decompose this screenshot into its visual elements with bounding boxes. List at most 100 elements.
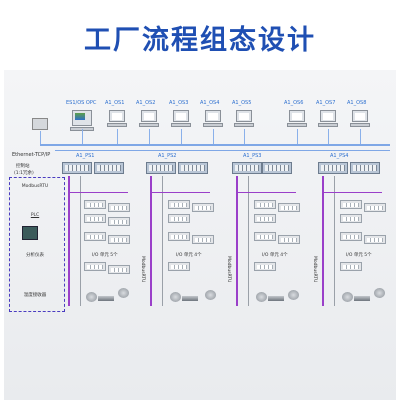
fieldbus-label: ModbusRTU [140,256,145,283]
io-rack [84,262,106,271]
drop-line [213,129,214,144]
drop-line [117,129,118,144]
io-rack [340,232,362,241]
operator-station-icon [171,110,191,128]
process-station-rack [232,162,262,174]
field-instrument-icon [170,292,181,302]
network-label: Ethernet-TCP/IP [12,152,51,158]
fieldbus-line [322,176,324,306]
fieldbus-line [236,176,238,306]
workstation-label: A1_OS8 [347,100,367,106]
legend-modbus: ModbusRTU [21,184,49,189]
io-rack [168,214,190,223]
control-station-label: 控制站 [16,164,30,169]
io-rack [254,214,276,223]
io-rack [108,265,130,274]
io-rack [84,214,106,223]
printer-icon [32,118,48,130]
operator-station-icon [350,110,370,128]
process-station-rack [62,162,92,174]
fieldbus-branch [322,192,382,193]
process-station-label: A1_PS2 [158,153,177,159]
ethernet-bus-redundant [55,150,390,151]
workstation-label: A1_OS2 [136,100,156,106]
field-instrument-icon [342,292,353,302]
io-rack [278,235,300,244]
io-rack [254,200,276,209]
legend-box [9,177,65,312]
workstation-label: A1_OS1 [105,100,125,106]
fieldbus-branch [236,192,296,193]
io-rack [168,200,190,209]
process-station-label: A1_PS4 [330,153,349,159]
operator-station-icon [107,110,127,128]
io-rack [364,235,386,244]
io-count-label: I/O 单元 4个 [262,253,288,258]
io-rack [254,262,276,271]
drop-line [244,129,245,144]
drop-line [328,129,329,144]
drop-line [149,129,150,144]
drop-line [40,131,41,144]
process-station-label: A1_PS1 [76,153,95,159]
operator-station-icon [287,110,307,128]
workstation-label: ES1/OS OPC [66,100,97,106]
io-rack [108,235,130,244]
field-instrument-icon [86,292,97,302]
drop-line [181,129,182,144]
io-rack [340,200,362,209]
operator-station-icon [203,110,223,128]
workstation-label: A1_OS7 [316,100,336,106]
io-rack [364,203,386,212]
io-bus-line [334,176,335,306]
io-bus-line [80,176,81,306]
flowmeter-icon [98,296,114,301]
plc-icon [22,226,38,240]
field-instrument-icon [256,292,267,302]
io-rack [108,203,130,212]
operator-station-icon [318,110,338,128]
process-station-rack [262,162,292,174]
io-rack [340,262,362,271]
io-rack [254,232,276,241]
io-rack [84,232,106,241]
io-rack [278,203,300,212]
legend-plc: PLC [30,213,40,218]
io-count-label: I/O 单元 4个 [176,253,202,258]
valve-icon [205,290,216,300]
process-station-rack [318,162,348,174]
valve-icon [288,290,299,300]
ethernet-bus [40,144,390,146]
fieldbus-branch [150,192,210,193]
io-rack [340,214,362,223]
fieldbus-label: ModbusRTU [226,256,231,283]
legend-analyzer: 分析仪表 [26,253,44,258]
workstation-label: A1_OS6 [284,100,304,106]
process-station-rack [178,162,208,174]
control-station-sublabel: (1:1冗余) [14,171,34,176]
io-rack [108,217,130,226]
legend-temperature-receiver: 温度接收器 [23,293,47,298]
process-station-rack [94,162,124,174]
flowmeter-icon [354,296,370,301]
fieldbus-line [68,176,70,306]
process-station-rack [146,162,176,174]
flowmeter-icon [182,296,198,301]
workstation-label: A1_OS3 [169,100,189,106]
process-station-rack [350,162,380,174]
io-rack [192,203,214,212]
engineering-station-icon [70,110,94,131]
io-rack [192,235,214,244]
drop-line [82,129,83,144]
operator-station-icon [234,110,254,128]
fieldbus-line [150,176,152,306]
process-station-label: A1_PS3 [243,153,262,159]
fieldbus-label: ModbusRTU [312,256,317,283]
workstation-label: A1_OS4 [200,100,220,106]
io-rack [168,262,190,271]
io-count-label: I/O 单元 5个 [346,253,372,258]
fieldbus-branch [68,192,128,193]
drop-line [297,129,298,144]
pump-icon [118,288,129,298]
flowmeter-icon [268,296,284,301]
